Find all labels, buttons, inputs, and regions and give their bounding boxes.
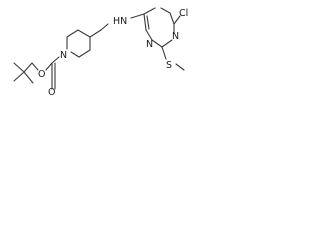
bond [23, 71, 34, 84]
bond [175, 63, 185, 71]
bond [143, 7, 156, 15]
bond [151, 39, 163, 48]
bond [13, 71, 25, 82]
bond [161, 46, 167, 60]
bond [70, 51, 80, 58]
bond [146, 15, 150, 30]
piperidine-nitrogen-label: N [60, 50, 67, 61]
bond [13, 62, 25, 73]
carbamate-group [31, 56, 60, 90]
bond [173, 15, 181, 25]
bond [161, 39, 173, 48]
piperidine-ring [66, 29, 91, 58]
sulfur-label: S [166, 60, 172, 71]
bond [169, 12, 175, 25]
tert-butyl-group [13, 62, 34, 84]
bond [89, 29, 102, 38]
bond [160, 7, 171, 14]
bond [130, 13, 145, 19]
bond [77, 29, 91, 38]
bond [143, 13, 147, 31]
bond [78, 49, 91, 58]
bond [51, 56, 60, 64]
pyrimidine-ring [143, 7, 181, 48]
carbonyl-oxygen-label: O [48, 87, 55, 96]
bond [145, 29, 153, 41]
molecule-structure: O O N HN N N Cl S [13, 7, 188, 96]
chlorine-label: Cl [179, 8, 188, 19]
bond [66, 29, 79, 38]
ester-oxygen-label: O [38, 69, 45, 80]
amine-nh-label: HN [113, 16, 127, 27]
bond [45, 62, 53, 71]
methylthio-group [161, 46, 185, 71]
bond [100, 23, 109, 31]
pyrimidine-nitrogen-bottom-label: N [146, 39, 153, 50]
bond [31, 62, 39, 71]
pyrimidine-nitrogen-top-label: N [172, 31, 179, 42]
bond [23, 62, 33, 73]
methylene-linker [89, 13, 145, 38]
